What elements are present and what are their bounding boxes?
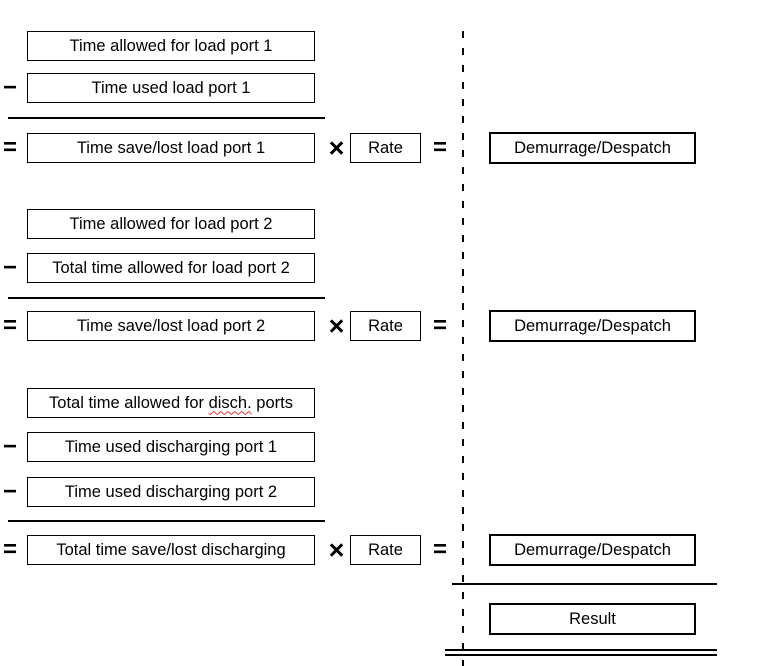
equals-operator: =: [2, 312, 17, 339]
term-label: Time allowed for load port 1: [69, 36, 273, 55]
total-double-line-top: [445, 649, 717, 651]
misspelled-word: disch.: [208, 393, 252, 412]
output-label: Demurrage/Despatch: [514, 138, 671, 157]
result-label: Result: [569, 609, 616, 628]
times-operator: ×: [328, 132, 345, 163]
term-box-total-time-allowed-disch-ports: Total time allowed for disch. ports: [27, 388, 315, 418]
times-operator: ×: [328, 310, 345, 341]
rate-label: Rate: [368, 138, 403, 157]
result-box: Result: [489, 603, 696, 635]
output-label: Demurrage/Despatch: [514, 316, 671, 335]
term-label: Total time save/lost discharging: [56, 540, 286, 559]
term-label: Time allowed for load port 2: [69, 214, 273, 233]
result-term-box-time-save-lost-load-port-2: Time save/lost load port 2: [27, 311, 315, 341]
rate-label: Rate: [368, 316, 403, 335]
term-box-time-allowed-load-port-2: Time allowed for load port 2: [27, 209, 315, 239]
dashed-separator-line: [462, 31, 464, 666]
term-box-total-time-allowed-load-port-2: Total time allowed for load port 2: [27, 253, 315, 283]
output-label: Demurrage/Despatch: [514, 540, 671, 559]
minus-operator: −: [2, 478, 17, 505]
sum-line: [8, 297, 325, 299]
term-label: Time save/lost load port 2: [76, 316, 266, 335]
equals-operator: =: [2, 536, 17, 563]
rate-box: Rate: [350, 535, 421, 565]
equals-operator: =: [432, 134, 447, 161]
result-term-box-time-save-lost-load-port-1: Time save/lost load port 1: [27, 133, 315, 163]
term-label: Time used discharging port 1: [64, 437, 278, 456]
term-label: Time used discharging port 2: [64, 482, 278, 501]
total-double-line-bottom: [445, 654, 717, 656]
minus-operator: −: [2, 74, 17, 101]
minus-operator: −: [2, 433, 17, 460]
term-box-time-allowed-load-port-1: Time allowed for load port 1: [27, 31, 315, 61]
term-label: Time used load port 1: [91, 78, 251, 97]
rate-box: Rate: [350, 311, 421, 341]
equals-operator: =: [2, 134, 17, 161]
equals-operator: =: [432, 536, 447, 563]
demurrage-despatch-box: Demurrage/Despatch: [489, 534, 696, 566]
rate-box: Rate: [350, 133, 421, 163]
term-box-time-used-load-port-1: Time used load port 1: [27, 73, 315, 103]
term-box-time-used-discharging-port-1: Time used discharging port 1: [27, 432, 315, 462]
minus-operator: −: [2, 254, 17, 281]
times-operator: ×: [328, 534, 345, 565]
rate-label: Rate: [368, 540, 403, 559]
demurrage-despatch-box: Demurrage/Despatch: [489, 132, 696, 164]
sum-line: [8, 520, 325, 522]
result-term-box-total-time-save-lost-discharging: Total time save/lost discharging: [27, 535, 315, 565]
term-label: Total time allowed for disch. ports: [49, 393, 293, 412]
term-label: Time save/lost load port 1: [76, 138, 266, 157]
result-sum-line: [452, 583, 717, 585]
term-box-time-used-discharging-port-2: Time used discharging port 2: [27, 477, 315, 507]
term-label: Total time allowed for load port 2: [52, 258, 290, 277]
demurrage-despatch-box: Demurrage/Despatch: [489, 310, 696, 342]
equals-operator: =: [432, 312, 447, 339]
sum-line: [8, 117, 325, 119]
